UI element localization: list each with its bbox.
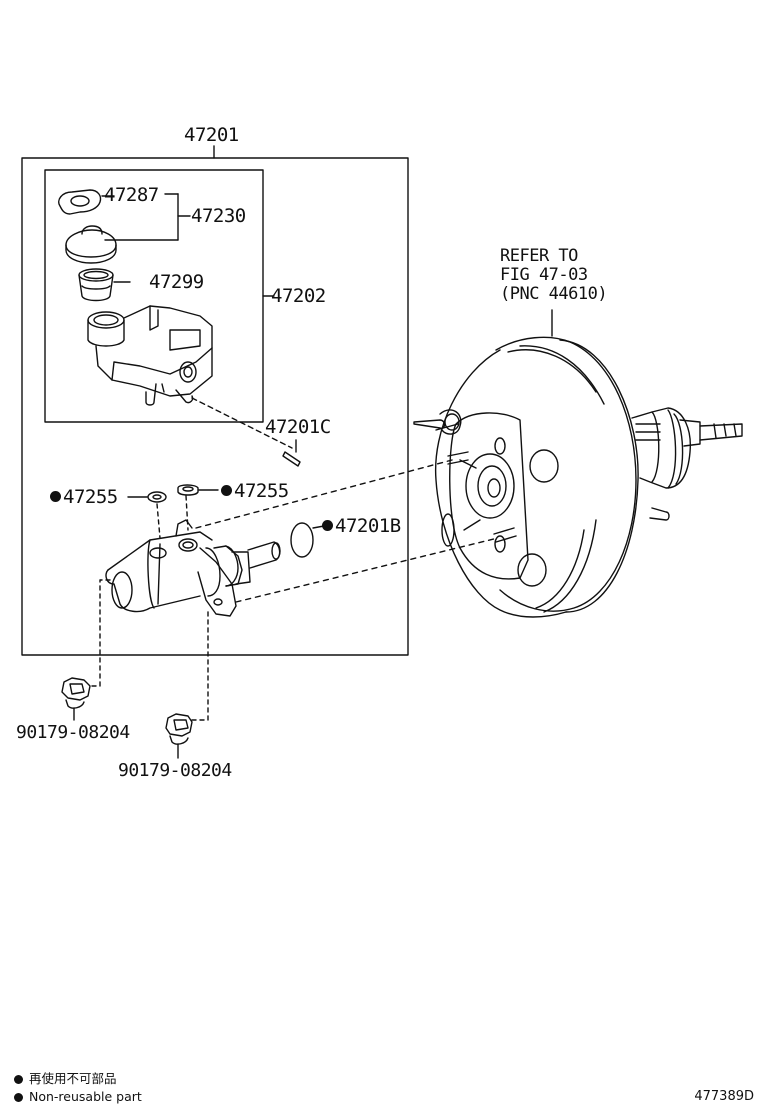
assembly-frame [21,157,409,656]
label-bolt-left: 90179-08204 [16,722,130,743]
image-id: 477389D [694,1089,754,1104]
pin-dashed-line [191,397,293,449]
label-pin: 47201C [265,416,331,438]
strainer-icon [78,268,131,302]
label-cap-set: 47230 [191,205,246,227]
bolt-left-icon [61,677,91,721]
bolt-right-icon [165,713,193,759]
legend-bullet-icon [14,1093,23,1102]
grommet-right-icon [177,484,219,496]
grommet-left-icon [127,491,167,503]
reservoir-tank-icon [87,305,213,406]
refer-line-2: FIG 47-03 [500,265,588,285]
non-reusable-bullet-icon [322,520,333,531]
bolt-right-dashed [191,611,209,721]
master-cylinder-icon [105,519,281,617]
alignment-line-bottom [235,537,499,603]
label-oring: 47201B [322,517,401,536]
refer-line-3: (PNC 44610) [500,284,608,304]
label-gasket: 47287 [104,184,159,206]
reservoir-cap-icon [65,225,117,264]
label-grommet-right: 47255 [221,482,289,501]
legend-bullet-icon [14,1075,23,1084]
brake-booster-icon [413,309,743,618]
label-strainer: 47299 [149,271,204,293]
refer-line-1: REFER TO [500,246,578,266]
label-reservoir: 47202 [271,285,326,307]
label-assembly: 47201 [184,124,239,146]
non-reusable-bullet-icon [221,485,232,496]
label-bolt-right: 90179-08204 [118,760,232,781]
cap-set-bracket [104,193,191,241]
bolt-left-dashed [87,579,111,687]
label-grommet-left: 47255 [50,488,118,507]
alignment-line-top [195,459,453,529]
non-reusable-bullet-icon [50,491,61,502]
legend-line-en: Non-reusable part [14,1090,142,1104]
pin-icon [282,451,301,467]
gasket-icon [58,189,115,215]
oring-icon [290,522,325,558]
legend-line-jp: 再使用不可部品 [14,1072,117,1086]
